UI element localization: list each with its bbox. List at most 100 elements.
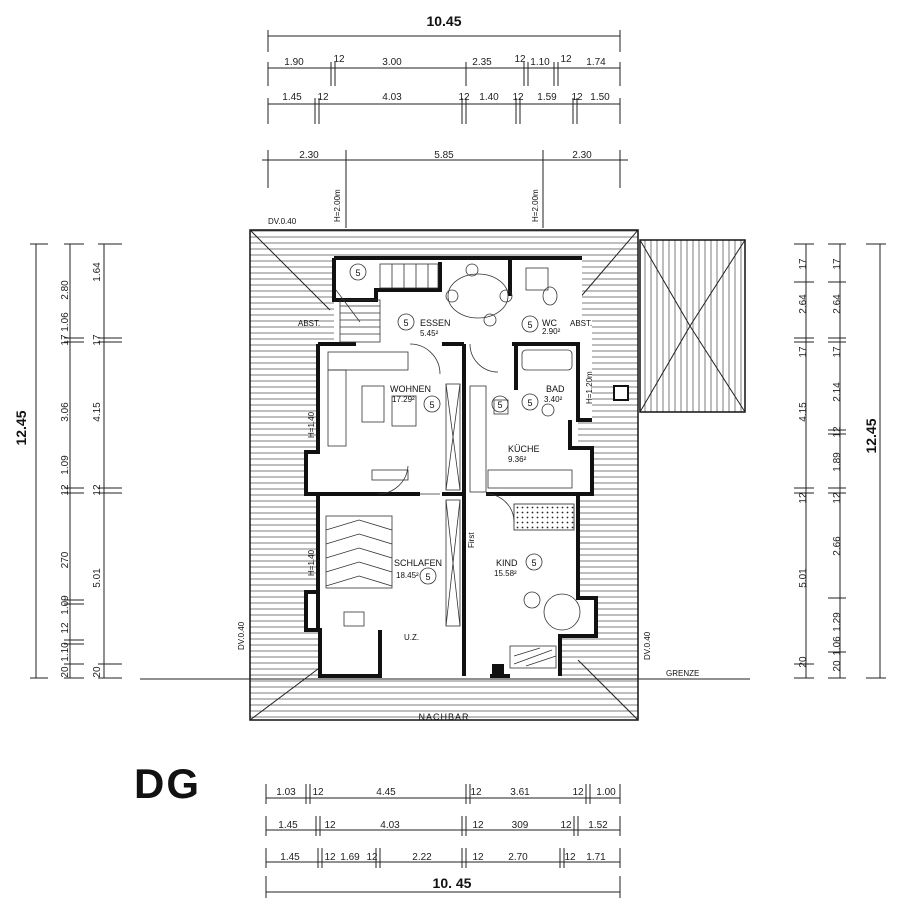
fixtures: [325, 263, 581, 676]
right-outer-dim: 12: [832, 492, 843, 504]
left-outer-dim: 2.80: [60, 280, 71, 300]
room-schlafen-area: 18.45²: [396, 571, 419, 580]
circle-mark-label: 5: [355, 268, 360, 278]
top-row2-dim: 1.50: [590, 92, 610, 103]
dining-table: [447, 273, 509, 319]
top-row2-dim: 4.03: [382, 92, 402, 103]
room-kind-area: 15.58²: [494, 569, 517, 578]
bathtub: [521, 349, 573, 371]
coffee-table: [361, 385, 385, 423]
left-inner-dim: 1.64: [92, 262, 103, 282]
door-arc: [485, 493, 515, 523]
door-arc: [469, 343, 499, 373]
top-row2-dim: 12: [571, 92, 583, 103]
right-outer-dim: 1.89: [832, 452, 843, 472]
kitchen-counter: [469, 385, 487, 493]
bottom-row2-dim: 12: [472, 820, 484, 831]
right-outer-dim: 17: [832, 258, 843, 270]
top-row2-dim: 12: [458, 92, 470, 103]
circle-mark-label: 5: [425, 572, 430, 582]
abst-left-label: ABST.: [298, 319, 320, 328]
left-outer-dim: 1.09: [60, 455, 71, 475]
sideboard: [371, 469, 409, 481]
bottom-row3-dim: 1.45: [280, 852, 300, 863]
left-outer-dim: 17: [60, 334, 71, 346]
left-inner-dim: 20: [92, 666, 103, 678]
right-inner-dim: 17: [798, 258, 809, 270]
dv-left-label: DV.0.40: [237, 621, 246, 650]
staircase: [335, 263, 439, 343]
bottom-row3-dim: 12: [366, 852, 378, 863]
left-outer-dim: 1.06: [60, 312, 71, 332]
circle-mark: [397, 313, 415, 331]
top-row1-dim: 2.35: [472, 57, 492, 68]
top-row2-dim: 1.59: [537, 92, 557, 103]
top-row1-dim: 1.10: [530, 57, 550, 68]
dining-chair: [465, 263, 479, 277]
bottom-row1-dim: 1.03: [276, 787, 296, 798]
chimney-block: [492, 664, 504, 676]
left-inner-dim: 4.15: [92, 402, 103, 422]
dv-right-label: DV.0.40: [643, 631, 652, 660]
left-dimensions: 12.45 20 1.10 12 1.09 270 12 1.09 3.06 1…: [13, 243, 122, 679]
sofa-side: [327, 369, 347, 447]
top-row2-dim: 12: [512, 92, 524, 103]
left-outer-dim: 1.10: [60, 642, 71, 662]
bottom-row2-dim: 12: [560, 820, 572, 831]
bottom-row1-dim: 4.45: [376, 787, 396, 798]
room-wc-name: WC: [542, 318, 557, 328]
circle-mark-label: 5: [497, 400, 502, 410]
kind-bed: [513, 503, 575, 531]
left-inner-dim: 5.01: [92, 568, 103, 588]
left-outer-dim: 3.06: [60, 402, 71, 422]
left-outer-dim: 1.09: [60, 595, 71, 615]
right-outer-dim: 12: [832, 426, 843, 438]
toilet: [542, 286, 558, 306]
dining-chair: [483, 313, 497, 327]
dining-chair: [499, 289, 513, 303]
kitchen-stove: [493, 399, 509, 415]
right-outer-dim: 1.06: [832, 636, 843, 656]
dining-chair: [445, 289, 459, 303]
circle-mark-label: 5: [531, 558, 536, 568]
circle-mark-label: 5: [527, 320, 532, 330]
top-row1-dim: 1.74: [586, 57, 606, 68]
bottom-row3-dim: 2.70: [508, 852, 528, 863]
bottom-row3-dim: 1.69: [340, 852, 360, 863]
sofa: [327, 351, 409, 371]
right-outer-dim: 2.14: [832, 382, 843, 402]
left-total-dim: 12.45: [13, 410, 29, 445]
wc-fixture: [525, 267, 549, 291]
circle-mark: [349, 263, 367, 281]
kind-table: [543, 593, 581, 631]
right-total-dim: 12.45: [863, 418, 879, 453]
room-kueche-name: KÜCHE: [508, 444, 540, 454]
bottom-row3-dim: 12: [324, 852, 336, 863]
bottom-row1-dim: 3.61: [510, 787, 530, 798]
room-kind-name: KIND: [496, 558, 518, 568]
site-annotations: DV.0.40 DV.0.40 GRENZE NACHBAR: [140, 621, 750, 722]
circle-mark: [521, 393, 539, 411]
nachbar-label: NACHBAR: [418, 712, 469, 722]
top-row3-dim: 2.30: [299, 150, 319, 161]
left-outer-dim: 270: [60, 551, 71, 568]
h-bad-label: H=1.20m: [585, 371, 594, 404]
top-dimensions: 10.45 1.90 12 3.00 2.35 12 1.10 12 1.74 …: [262, 13, 628, 228]
bottom-dimensions: 1.03 12 4.45 12 3.61 12 1.00 1.45 12 4.0…: [265, 784, 621, 898]
top-row3-dim: 5.85: [434, 150, 454, 161]
bottom-row2-dim: 309: [512, 820, 529, 831]
armchair: [391, 395, 417, 427]
wardrobe-column: [445, 383, 461, 491]
h-left-label: H=2.00m: [333, 189, 342, 222]
room-wc-area: 2.90²: [542, 327, 561, 336]
circle-mark-label: 5: [403, 318, 408, 328]
circle-mark: [521, 315, 539, 333]
bottom-row1-dim: 12: [312, 787, 324, 798]
top-total-dim: 10.45: [426, 13, 461, 29]
bottom-row2-dim: 1.45: [278, 820, 298, 831]
washbasin: [541, 403, 555, 417]
bottom-row3-dim: 2.22: [412, 852, 432, 863]
nightstand: [343, 611, 365, 627]
door-arc: [377, 465, 409, 495]
